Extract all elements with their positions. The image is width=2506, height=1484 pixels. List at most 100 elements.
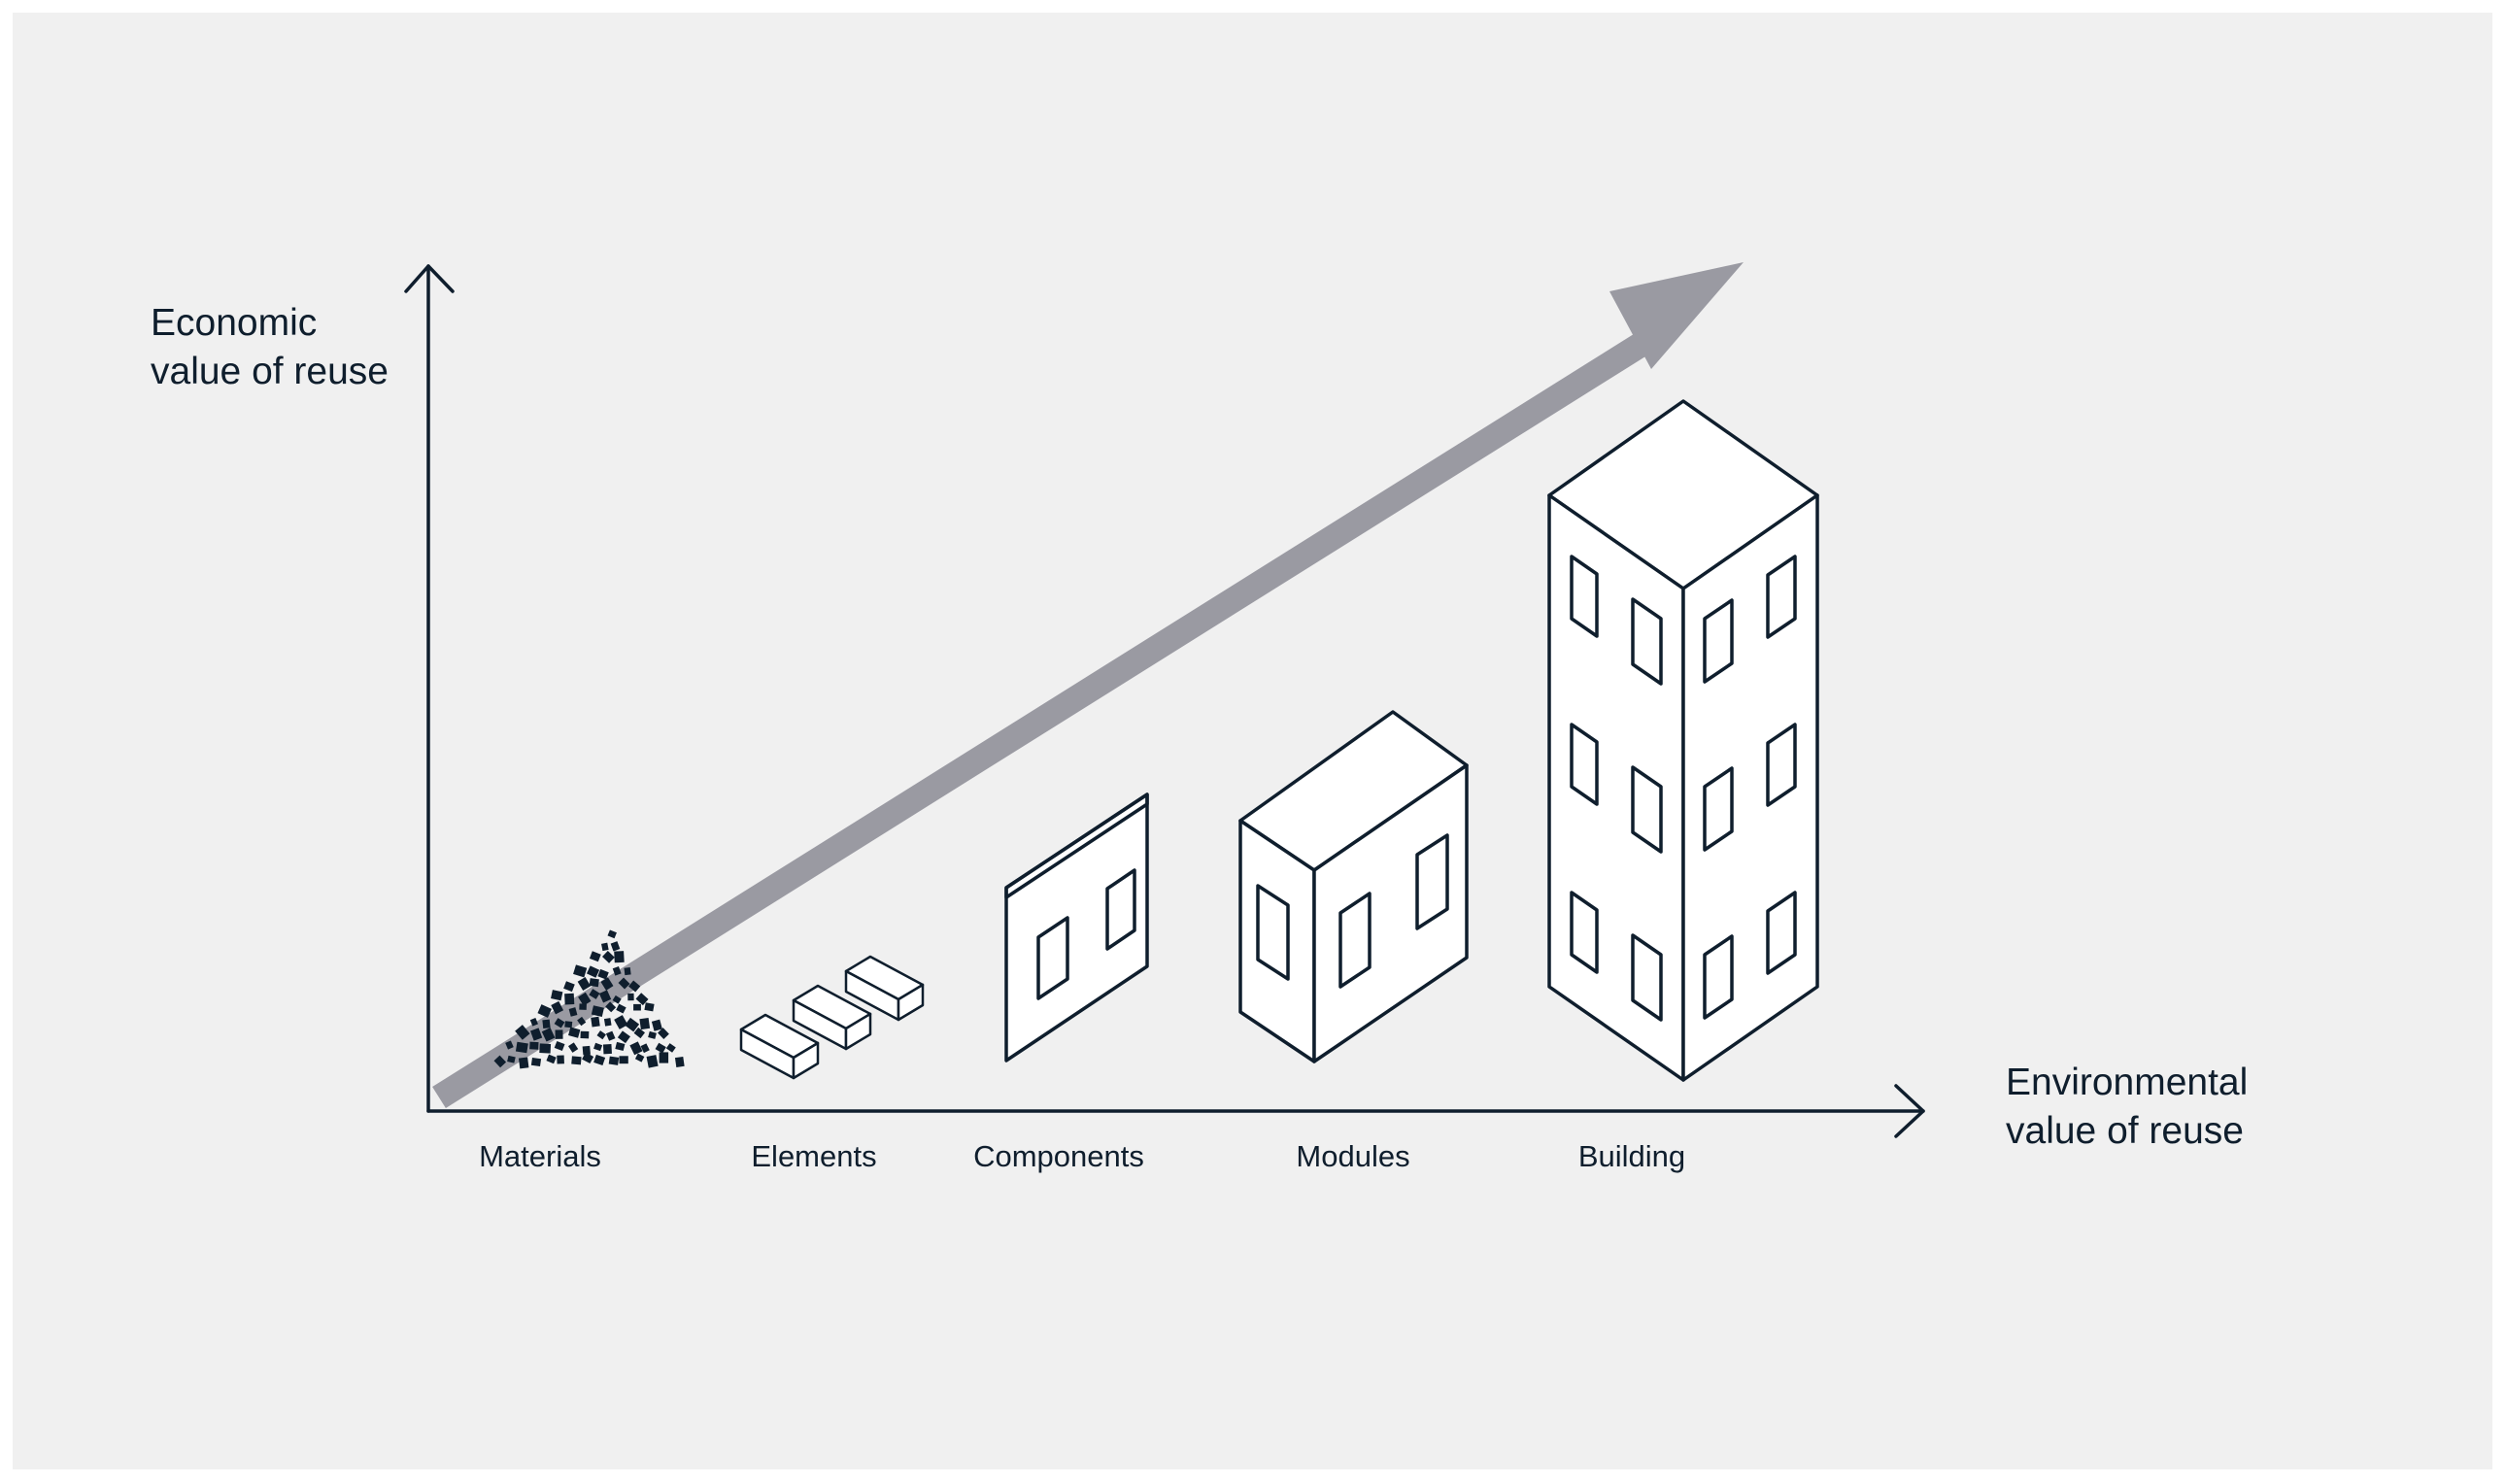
aggregate-chunk [614, 951, 625, 963]
aggregate-chunk [646, 1055, 659, 1068]
aggregate-chunk [568, 1007, 578, 1017]
aggregate-chunk [601, 942, 609, 952]
window-icon [1105, 868, 1136, 951]
aggregate-chunk [612, 966, 622, 976]
trend-arrow-head [1609, 262, 1744, 369]
aggregate-chunk [530, 1058, 542, 1067]
window-icon [1631, 597, 1663, 686]
window-icon [1570, 723, 1599, 806]
aggregate-chunk [507, 1055, 516, 1063]
aggregate-chunk [605, 1030, 616, 1041]
aggregate-chunk [564, 1021, 573, 1029]
aggregate-chunk [624, 966, 631, 976]
window-icon [1631, 765, 1663, 854]
aggregate-chunk [568, 1042, 579, 1053]
aggregate-chunk [589, 951, 601, 962]
aggregate-chunk [579, 1003, 587, 1010]
aggregate-chunk [571, 1056, 582, 1065]
aggregate-chunk [542, 1019, 551, 1029]
aggregate-chunk [551, 1000, 564, 1015]
aggregate-chunk [634, 1053, 645, 1062]
diagram-panel [13, 13, 2492, 1469]
aggregate-chunk [659, 1052, 669, 1063]
window-icon [1766, 555, 1797, 639]
stage-label-building: Building [1578, 1139, 1685, 1173]
aggregate-chunk [577, 1016, 587, 1027]
stage-label-modules: Modules [1296, 1139, 1409, 1173]
aggregate-chunk [644, 1002, 655, 1012]
aggregate-chunk [529, 1017, 538, 1027]
x-axis-arrowhead [1894, 1084, 1925, 1138]
aggregate-chunk [648, 1030, 657, 1039]
trend-arrow [432, 262, 1744, 1109]
window-icon [1338, 892, 1372, 989]
window-icon [1570, 555, 1599, 638]
elements-blocks-icon [739, 955, 925, 1080]
stage-label-elements: Elements [751, 1139, 876, 1173]
aggregate-chunk [602, 950, 615, 963]
trend-arrow-shaft [432, 326, 1658, 1109]
aggregate-chunk [555, 1029, 563, 1039]
aggregate-chunk [596, 1030, 606, 1040]
x-axis-title-line1: Environmental [2006, 1062, 2248, 1103]
aggregate-chunk [610, 941, 621, 952]
building-tower-icon [1547, 399, 1819, 1082]
aggregate-chunk [607, 929, 617, 939]
aggregate-chunk [539, 1043, 552, 1054]
aggregate-chunk [593, 1054, 606, 1066]
x-axis-title-line2: value of reuse [2006, 1110, 2244, 1152]
aggregate-chunk [554, 1018, 565, 1029]
aggregate-chunk [602, 1044, 612, 1055]
aggregate-chunk [591, 1005, 604, 1018]
aggregate-chunk [493, 1055, 507, 1068]
aggregate-chunk [589, 989, 600, 999]
aggregate-chunk [591, 1016, 600, 1028]
aggregate-chunk [627, 993, 634, 1001]
aggregate-chunk [674, 1056, 685, 1067]
window-icon [1415, 833, 1449, 930]
window-icon [1703, 598, 1734, 684]
aggregate-chunk [573, 964, 588, 978]
aggregate-chunk [598, 990, 612, 1003]
aggregate-chunk [618, 977, 630, 990]
aggregate-chunk [582, 1052, 594, 1064]
aggregate-chunk [563, 981, 575, 993]
aggregate-chunk [515, 1041, 528, 1054]
aggregate-chunk [582, 1045, 591, 1056]
aggregate-chunk [518, 1057, 529, 1069]
aggregate-chunk [665, 1043, 676, 1053]
aggregate-chunk [658, 1028, 669, 1039]
aggregate-chunk [616, 1003, 626, 1014]
aggregate-chunk [580, 1030, 590, 1039]
stage-label-components: Components [973, 1139, 1144, 1173]
aggregate-chunk [635, 993, 649, 1006]
aggregate-chunk [568, 1027, 581, 1038]
window-icon [1766, 891, 1797, 975]
aggregate-chunk [589, 978, 599, 988]
aggregate-chunk [600, 977, 614, 991]
aggregate-chunk [628, 980, 641, 993]
aggregate-chunk [639, 1017, 651, 1030]
aggregate-chunk [578, 992, 592, 1006]
stage-label-materials: Materials [479, 1139, 601, 1173]
window-icon [1703, 934, 1734, 1020]
aggregate-chunk [551, 990, 563, 1001]
aggregate-chunk [515, 1025, 530, 1040]
aggregate-chunk [617, 1030, 630, 1044]
aggregate-chunk [593, 1042, 603, 1052]
aggregate-chunk [546, 1054, 557, 1064]
aggregate-chunk [603, 1018, 612, 1027]
aggregate-chunk [597, 968, 609, 980]
aggregate-chunk [564, 993, 575, 1005]
aggregate-chunk [619, 1056, 628, 1064]
aggregate-chunk [615, 1041, 626, 1052]
aggregate-chunk [608, 1056, 620, 1065]
aggregate-chunk [577, 976, 592, 991]
y-axis-title-line1: Economic [151, 302, 317, 344]
window-icon [1256, 884, 1290, 981]
aggregate-chunk [633, 1003, 641, 1011]
aggregate-chunk [529, 1028, 543, 1041]
aggregate-chunk [605, 1001, 617, 1013]
window-icon [1766, 723, 1797, 807]
